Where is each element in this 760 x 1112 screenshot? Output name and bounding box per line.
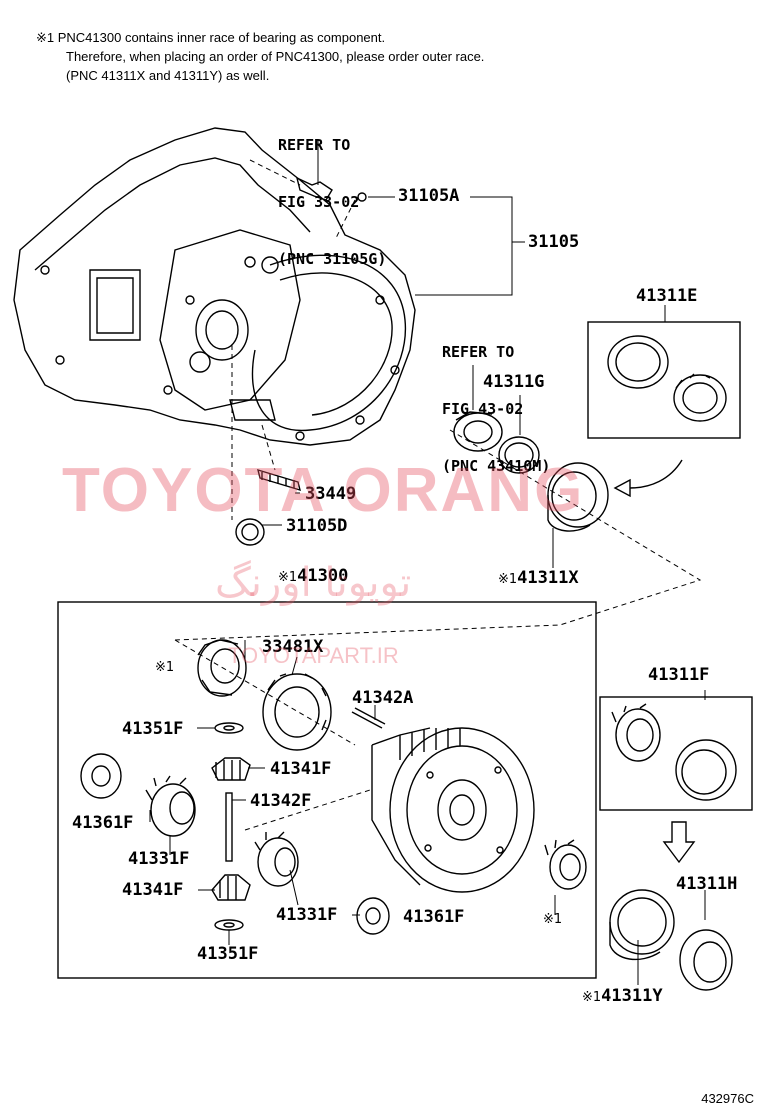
mark-1-bearing-left: ※1 — [155, 660, 175, 675]
note-line-2: Therefore, when placing an order of PNC4… — [66, 49, 485, 64]
box-41311E — [587, 321, 741, 439]
label-41341F-bottom: 41341F — [122, 880, 184, 900]
label-41351F-bottom: 41351F — [197, 944, 259, 964]
label-41331F-right: 41331F — [276, 905, 338, 925]
solid-leaders — [149, 140, 706, 985]
label-33449: 33449 — [305, 484, 357, 504]
arrow-41311E — [613, 459, 683, 498]
box-41311F — [599, 696, 753, 811]
watermark-site: TOYOTAPART.IR — [228, 643, 399, 668]
mark-1: ※1 — [278, 570, 298, 585]
transaxle-case-drawing — [13, 127, 416, 446]
ref33-line-3: (PNC 31105G) — [278, 250, 387, 268]
label-41311F: 41311F — [648, 665, 710, 685]
label-33481X: 33481X — [262, 637, 324, 657]
ref33-line-1: REFER TO — [278, 136, 351, 154]
mark-1: ※1 — [498, 572, 518, 587]
label-41361F-left: 41361F — [72, 813, 134, 833]
label-41311H: 41311H — [676, 874, 738, 894]
figure-code: 432976C — [701, 1091, 754, 1106]
label-41341F-top: 41341F — [270, 759, 332, 779]
label-31105D: 31105D — [286, 516, 348, 536]
arrow-down — [662, 821, 696, 864]
note-line-1: ※1 PNC41300 contains inner race of beari… — [36, 30, 386, 45]
label-41311E: 41311E — [636, 286, 698, 306]
refer-fig-33-02: REFER TO FIG 33-02 (PNC 31105G) — [278, 98, 386, 288]
parts-note: ※1 PNC41300 contains inner race of beari… — [36, 28, 484, 85]
label-41342A: 41342A — [352, 688, 414, 708]
seal-31105D — [235, 518, 265, 546]
label-41351F-top: 41351F — [122, 719, 184, 739]
label-41311X: ※141311X — [498, 568, 579, 588]
outer-race-41311X — [547, 462, 609, 532]
shim-41311H — [679, 929, 733, 991]
watermark-toyota-orang: TOYOTA ORANG — [62, 456, 585, 525]
ref33-line-2: FIG 33-02 — [278, 193, 360, 211]
label-41361F-right: 41361F — [403, 907, 465, 927]
mark-1: ※1 — [582, 990, 602, 1005]
ref43-line-3: (PNC 43410M) — [442, 457, 551, 475]
dashed-leaders — [174, 159, 702, 831]
label-31105: 31105 — [528, 232, 580, 252]
label-41342F: 41342F — [250, 791, 312, 811]
label-41311Y: ※141311Y — [582, 986, 663, 1006]
race-41311Y — [609, 889, 675, 961]
label-41300: ※141300 — [278, 566, 348, 586]
seal-33449 — [257, 468, 301, 492]
differential-box — [57, 601, 597, 979]
label-41311Y-text: 41311Y — [601, 986, 663, 1006]
case-bolt-drawing — [295, 176, 367, 202]
refer-fig-43-02: REFER TO FIG 43-02 (PNC 43410M) — [442, 305, 550, 495]
note-line-3: (PNC 41311X and 41311Y) as well. — [66, 68, 270, 83]
label-31105A: 31105A — [398, 186, 460, 206]
bearing-41311G — [453, 411, 540, 474]
watermark-arabic: تویوتا اورنگ — [215, 560, 412, 606]
ref43-line-2: FIG 43-02 — [442, 400, 524, 418]
mark-1-bearing-right: ※1 — [543, 912, 563, 927]
ref43-line-1: REFER TO — [442, 343, 515, 361]
label-41311G: 41311G — [483, 372, 545, 392]
label-41300-text: 41300 — [297, 566, 349, 586]
label-41331F-left: 41331F — [128, 849, 190, 869]
label-41311X-text: 41311X — [517, 568, 579, 588]
